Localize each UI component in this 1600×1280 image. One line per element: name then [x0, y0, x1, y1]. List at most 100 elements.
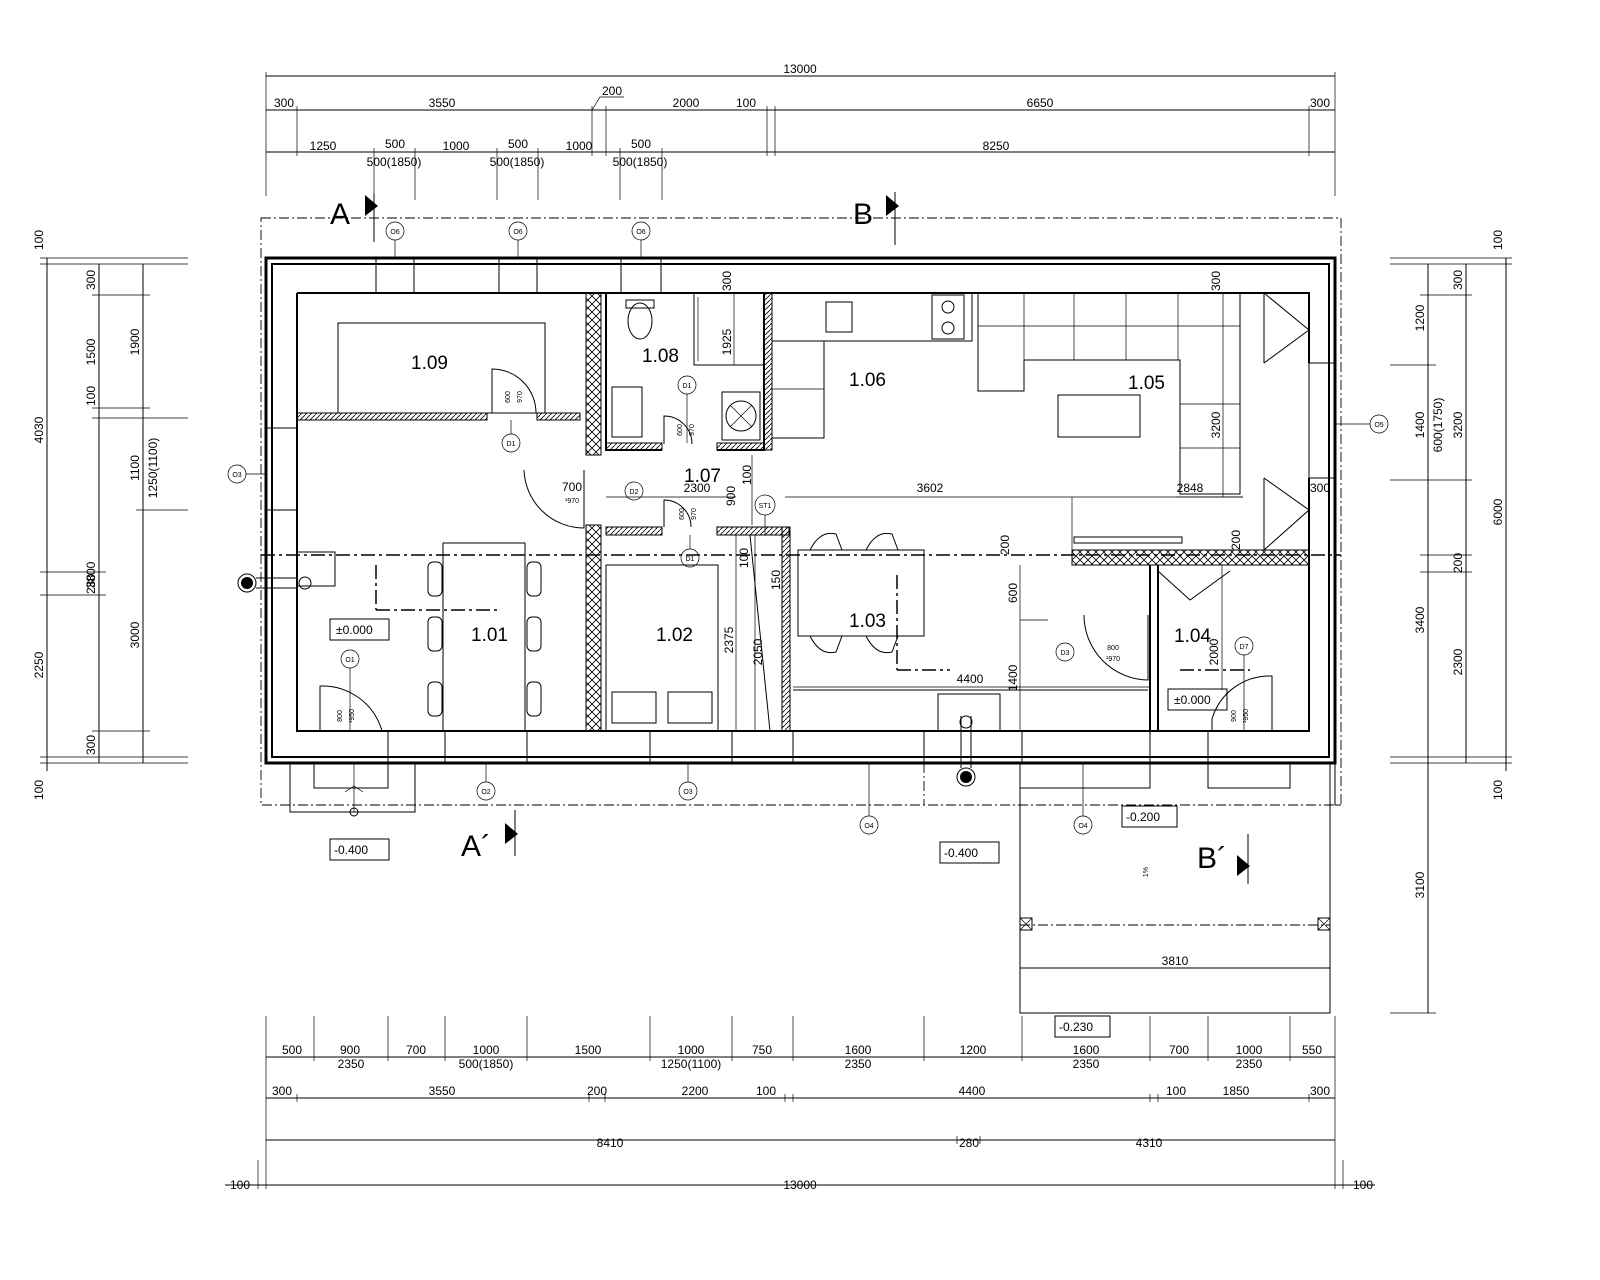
dim-left: 100 [32, 780, 46, 800]
dim-top: 300 [1310, 96, 1330, 110]
dim-right: 2300 [1451, 648, 1465, 675]
dim-bottom: 700 [406, 1043, 426, 1057]
bottom-dimensions: 500 900 700 1000 1500 1000 750 1600 1200… [225, 954, 1375, 1192]
dim-300: 300 [1310, 481, 1330, 495]
downpipes [237, 573, 976, 787]
tag-o4: O4 [859, 763, 879, 835]
room-1-03: 1.03 [849, 611, 886, 632]
dim-bottom: 100 [230, 1178, 250, 1192]
svg-text:O5: O5 [1374, 422, 1383, 429]
room-1-01: 1.01 [471, 625, 508, 646]
dim-100: 100 [740, 465, 754, 485]
dim-bottom: 1200 [960, 1043, 987, 1057]
dim-bottom: 700 [1169, 1043, 1189, 1057]
dim-bottom: 2350 [338, 1057, 365, 1071]
tag-d3: D3 [1055, 642, 1075, 662]
svg-text:O6: O6 [636, 229, 645, 236]
dim-top: 500(1850) [490, 155, 545, 169]
dim-right: 300 [1451, 270, 1465, 290]
dim-top: 2000 [673, 96, 700, 110]
level-zero-1-01: ±0.000 [336, 623, 373, 637]
top-dimensions: 13000 300 3550 200 2000 100 6650 300 125… [265, 62, 1336, 200]
dim-200: 200 [1229, 530, 1243, 550]
svg-text:O4: O4 [864, 823, 873, 830]
dim-right: 6000 [1491, 498, 1505, 525]
dim-1970: ¹970 [565, 498, 579, 505]
dim-top: 6650 [1027, 96, 1054, 110]
dim-bottom: 2350 [1236, 1057, 1263, 1071]
level-zero-1-04: ±0.000 [1174, 693, 1211, 707]
room-1-09: 1.09 [411, 353, 448, 374]
door-dim: 800 [337, 710, 344, 722]
level-minus-230: -0.230 [1059, 1020, 1093, 1034]
dim-top: 100 [736, 96, 756, 110]
door-dim: 970 [689, 424, 696, 436]
door-dim: 800 [1107, 645, 1119, 652]
tag-d2: D2 [624, 481, 644, 501]
room-1-02: 1.02 [656, 625, 693, 646]
dim-left: 3800 [84, 561, 98, 588]
dim-top-total: 13000 [783, 62, 817, 76]
internal-dimensions: 3602 2848 2300 4400 3200 1925 2375 2050 … [337, 271, 1330, 877]
level-minus-400-center: -0.400 [944, 846, 978, 860]
dim-3602: 3602 [917, 481, 944, 495]
dim-bottom: 1850 [1223, 1084, 1250, 1098]
dim-4400: 4400 [957, 672, 984, 686]
door-dim: 970 [691, 508, 698, 520]
dim-bottom: 1500 [575, 1043, 602, 1057]
terrace [289, 763, 1341, 1014]
dim-right: 100 [1491, 230, 1505, 250]
dim-top: 3550 [429, 96, 456, 110]
dim-bottom: 300 [1310, 1084, 1330, 1098]
svg-text:D1: D1 [507, 441, 516, 448]
dim-bottom: 900 [340, 1043, 360, 1057]
section-label-b: B [853, 198, 873, 231]
dim-bottom: 100 [1166, 1084, 1186, 1098]
dim-2000: 2000 [1207, 638, 1221, 665]
dim-200: 200 [998, 535, 1012, 555]
dim-2375: 2375 [722, 626, 736, 653]
dim-left: 1900 [128, 328, 142, 355]
dim-right: 600(1750) [1431, 398, 1445, 453]
dim-1400: 1400 [1006, 664, 1020, 691]
dim-right: 1400 [1413, 411, 1427, 438]
dim-300: 300 [720, 271, 734, 291]
dim-bottom: 300 [272, 1084, 292, 1098]
section-label-a: A [330, 198, 350, 231]
dim-left: 100 [84, 386, 98, 406]
section-label-a-prime: A´ [461, 830, 491, 863]
dim-bottom: 4400 [959, 1084, 986, 1098]
room-labels: 1.09 1.08 1.07 1.06 1.05 1.01 1.02 1.03 … [411, 346, 1211, 647]
dim-right: 1200 [1413, 304, 1427, 331]
tag-st1: ST1 [754, 494, 776, 535]
tag-d7: D7 [1234, 636, 1254, 731]
dim-bottom: 1000 [473, 1043, 500, 1057]
svg-text:D1: D1 [686, 556, 695, 563]
dim-bottom: 2200 [682, 1084, 709, 1098]
dim-bottom: 1000 [678, 1043, 705, 1057]
dim-bottom: 2350 [845, 1057, 872, 1071]
tag-o5: O5 [1335, 414, 1389, 434]
svg-text:ST1: ST1 [759, 503, 772, 510]
tag-o6: O6 [385, 221, 405, 258]
dim-bottom: 1600 [1073, 1043, 1100, 1057]
dim-left: 280 [84, 574, 98, 594]
dim-right: 3100 [1413, 871, 1427, 898]
left-dimensions: 100 4030 2250 100 300 1500 100 280 3800 … [32, 230, 188, 800]
dim-bottom: 550 [1302, 1043, 1322, 1057]
dim-left: 2250 [32, 651, 46, 678]
level-minus-400-left: -0.400 [334, 843, 368, 857]
dim-top: 500 [508, 137, 528, 151]
door-dim: ¹950 [1243, 709, 1250, 723]
dim-left: 300 [84, 735, 98, 755]
tag-o3: O3 [678, 763, 698, 801]
svg-text:O4: O4 [1078, 823, 1087, 830]
level-minus-200: -0.200 [1126, 810, 1160, 824]
tag-d1: D1 [680, 535, 700, 568]
dim-100: 100 [737, 548, 751, 568]
door-swings [319, 368, 1273, 732]
door-dim: 970 [517, 391, 524, 403]
level-markers: ±0.000 ±0.000 -0.400 -0.400 -0.200 -0.23… [329, 618, 1228, 1038]
dim-top: 200 [602, 84, 622, 98]
room-1-05: 1.05 [1128, 373, 1165, 394]
